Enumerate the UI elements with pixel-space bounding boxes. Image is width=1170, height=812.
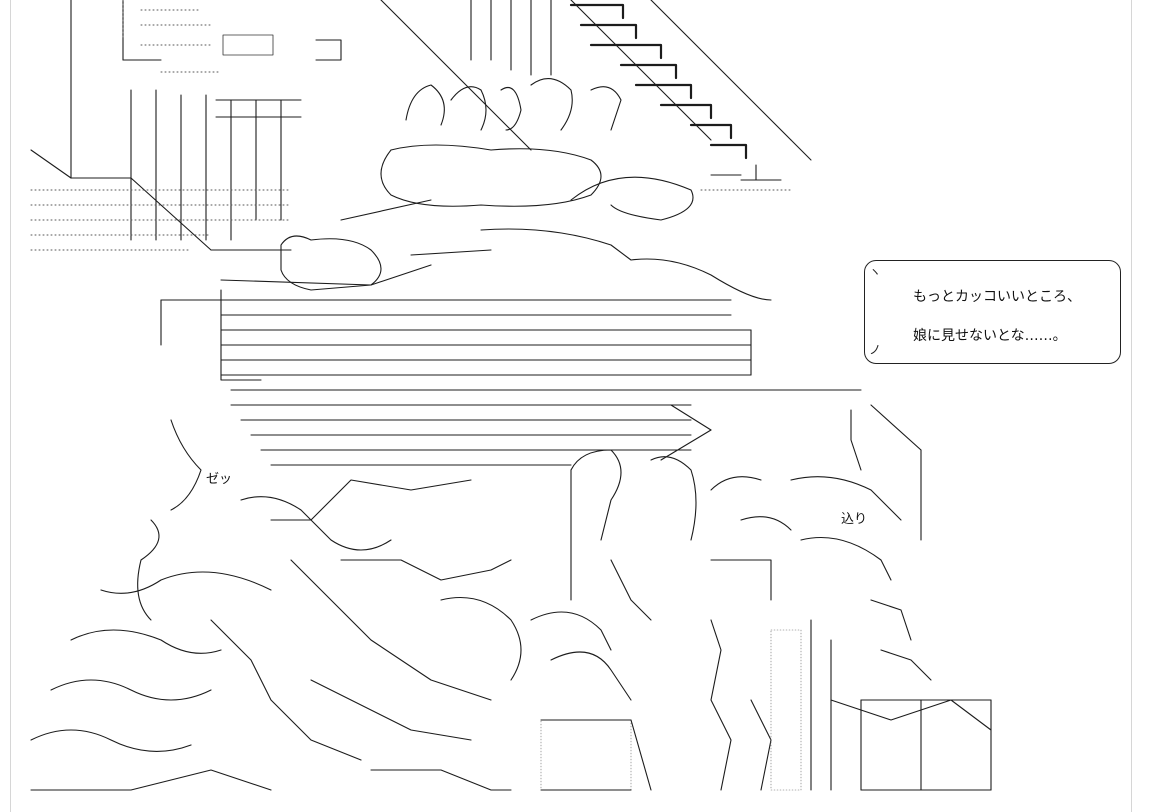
- speech-line: もっとカッコいいところ、: [913, 289, 1081, 305]
- right-figure: [790, 404, 992, 791]
- speech-line: 娘に見せないとな……。: [913, 328, 1067, 344]
- child-figure: [530, 449, 802, 791]
- armored-figure: [160, 235, 862, 466]
- figure-lower-left: [30, 419, 522, 791]
- speech-bubble: ヽ ノ もっとカッコいいところ、 娘に見せないとな……。: [864, 260, 1121, 364]
- sound-effect-text: 込り: [841, 512, 868, 527]
- staircase: [380, 0, 812, 191]
- bubble-corner-mark: ヽ: [869, 265, 882, 279]
- ascii-art-drawing: [30, 0, 992, 791]
- sound-effect-text: ゼッ: [206, 472, 233, 487]
- left-building: [30, 0, 342, 251]
- ascii-art-canvas: ゼッ 込り ヽ ノ もっとカッコいいところ、 娘に見せないとな……。: [10, 0, 1132, 812]
- bubble-corner-mark: ノ: [869, 343, 882, 357]
- raised-arm: [340, 78, 772, 301]
